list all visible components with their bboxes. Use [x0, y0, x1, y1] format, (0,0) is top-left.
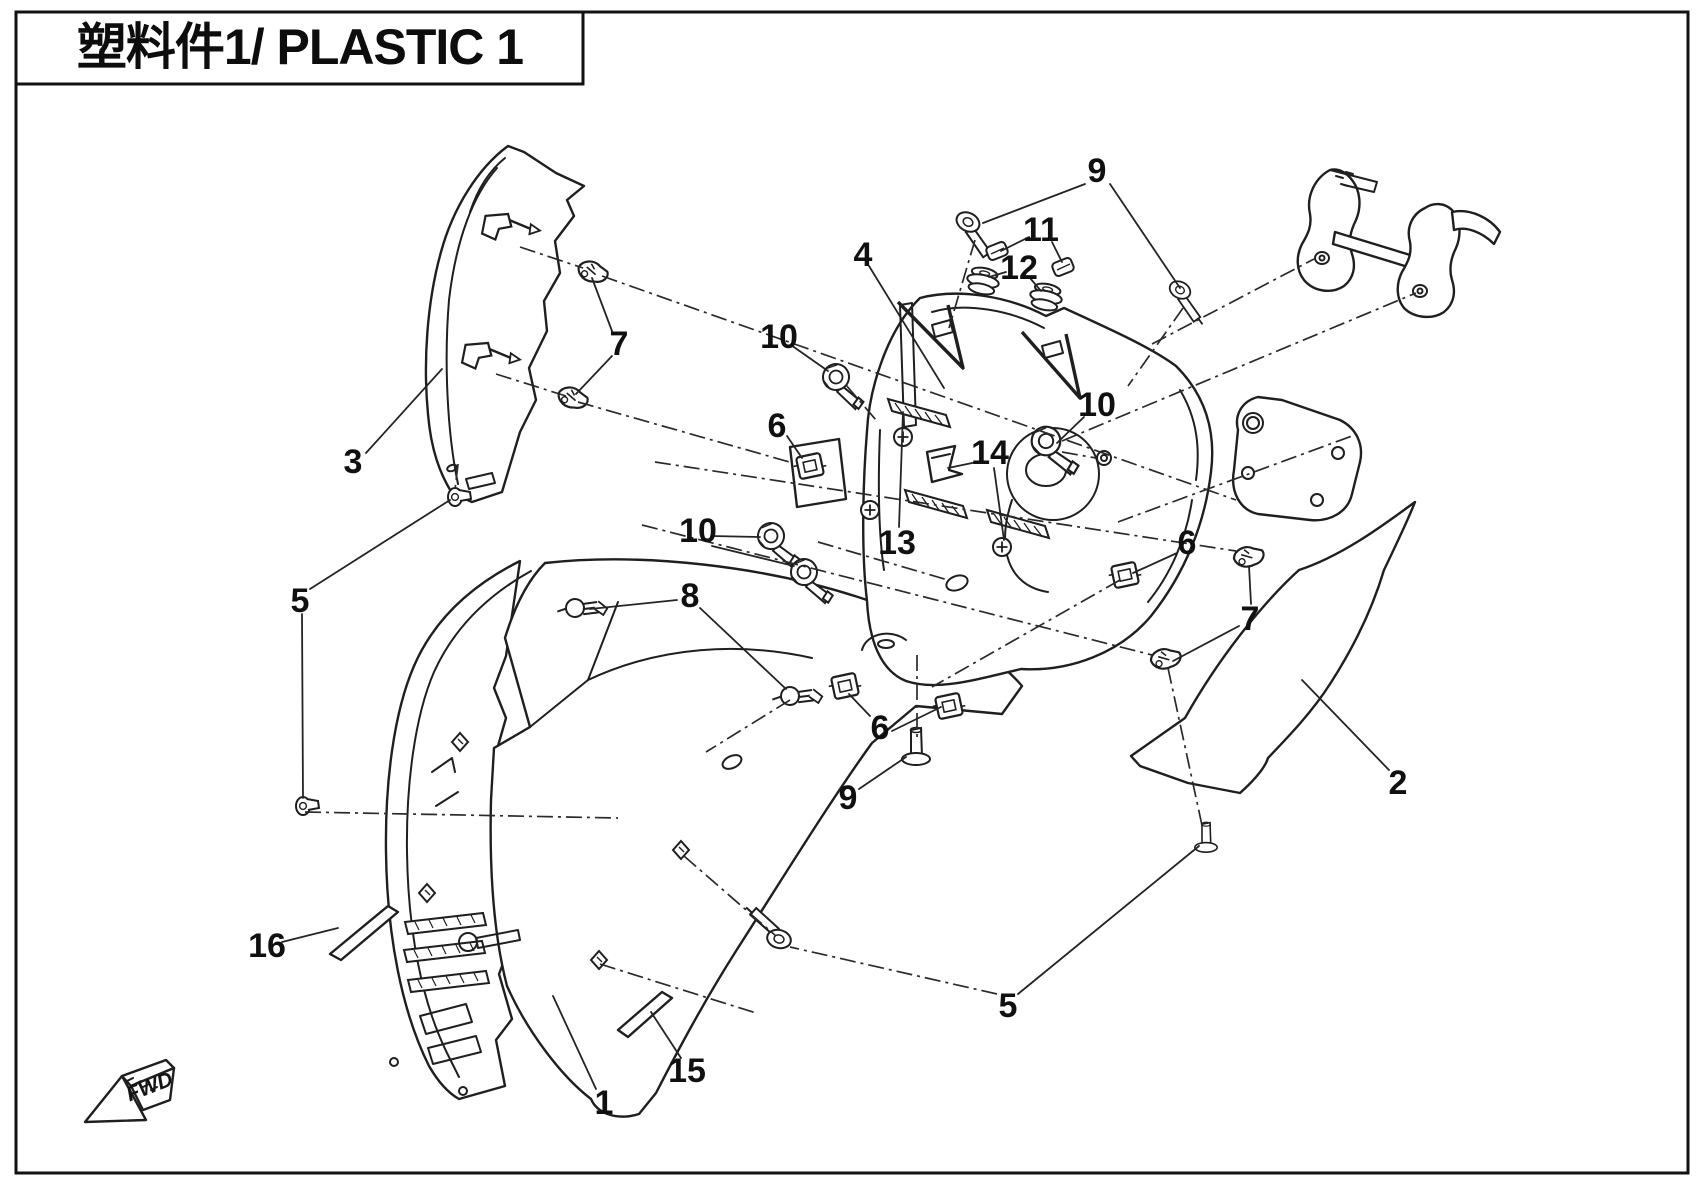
part-3-left-side-panel: [424, 144, 586, 504]
callout-1: 1: [595, 1084, 614, 1122]
upper-mount-bracket: [1296, 168, 1502, 319]
fwd-direction-arrow: FWD: [83, 1058, 176, 1124]
callout-5-left: 5: [291, 582, 310, 620]
callout-14: 14: [971, 434, 1009, 472]
callouts: 1 2 3 4 5 5 6 6 6 7 7 8 9 9 10 10 10 11 …: [248, 152, 1407, 1122]
part-15-trim-strip: [616, 990, 674, 1039]
part-16-trim-strip: [328, 904, 400, 962]
callout-7-left: 7: [610, 325, 629, 363]
callout-9-top: 9: [1088, 152, 1107, 190]
callout-15: 15: [668, 1052, 706, 1090]
page-title: 塑料件1/ PLASTIC 1: [77, 19, 523, 75]
callout-7-right: 7: [1241, 600, 1260, 638]
callout-6-upper: 6: [768, 407, 787, 445]
callout-11: 11: [1023, 211, 1059, 249]
part-2-right-side-panel: [1129, 500, 1417, 795]
callout-16: 16: [248, 927, 286, 965]
leader-lines: [281, 183, 1390, 1090]
assembly-axes: [304, 239, 1417, 1014]
callout-4: 4: [854, 236, 873, 274]
page-frame: 塑料件1/ PLASTIC 1: [14, 10, 1690, 1175]
callout-2: 2: [1389, 764, 1408, 802]
cap-11-2: [1050, 255, 1076, 279]
callout-10-mid: 10: [679, 512, 717, 550]
callout-6-right: 6: [1178, 524, 1197, 562]
callout-3: 3: [344, 443, 363, 481]
fasteners: [295, 207, 1267, 952]
phillips-screw: [992, 537, 1012, 557]
callout-8: 8: [681, 577, 700, 615]
callout-10-upper: 10: [760, 318, 798, 356]
callout-5-bottom: 5: [999, 987, 1018, 1025]
callout-10-right: 10: [1078, 386, 1116, 424]
part-1-front-panel: [328, 558, 1024, 1118]
callout-12: 12: [1000, 249, 1038, 287]
rivet-5-upper: [447, 487, 472, 507]
title-box: [14, 10, 585, 86]
grommet-12-1: [963, 263, 1003, 299]
callout-6-bottom: 6: [871, 709, 890, 747]
lower-mount-bracket: [1231, 395, 1363, 522]
callout-9-bottom: 9: [839, 779, 858, 817]
part-14-bracket: [925, 444, 964, 484]
callout-13: 13: [878, 524, 916, 562]
screw-9-bottom: [901, 726, 931, 766]
clip-7-left-2: [555, 384, 591, 412]
phillips-screw: [860, 500, 880, 520]
screw-9-right: [1159, 276, 1217, 327]
outer-border: [14, 10, 1690, 1175]
